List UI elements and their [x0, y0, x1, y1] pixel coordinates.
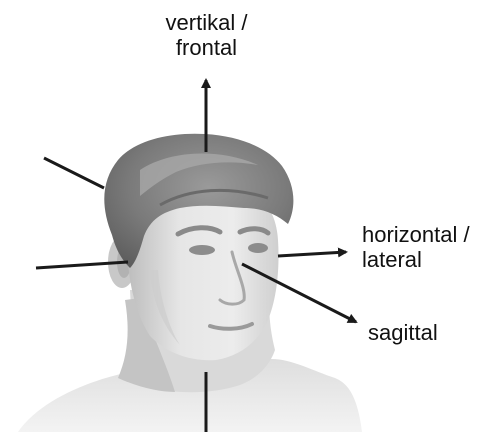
- sagittal-axis-back: [44, 158, 104, 188]
- vertical-label-line1: vertikal /: [0, 10, 413, 35]
- horizontal-label-line2: lateral: [362, 247, 470, 272]
- vertical-frontal-label: vertikal / frontal: [0, 10, 413, 60]
- vertical-label-line2: frontal: [0, 35, 413, 60]
- eye-left: [189, 245, 215, 255]
- sagittal-label: sagittal: [368, 320, 438, 345]
- horizontal-lateral-label: horizontal / lateral: [362, 222, 470, 272]
- sagittal-label-text: sagittal: [368, 320, 438, 345]
- eye-right: [248, 243, 268, 253]
- horizontal-label-line1: horizontal /: [362, 222, 470, 247]
- horizontal-axis-arrow: [278, 252, 346, 256]
